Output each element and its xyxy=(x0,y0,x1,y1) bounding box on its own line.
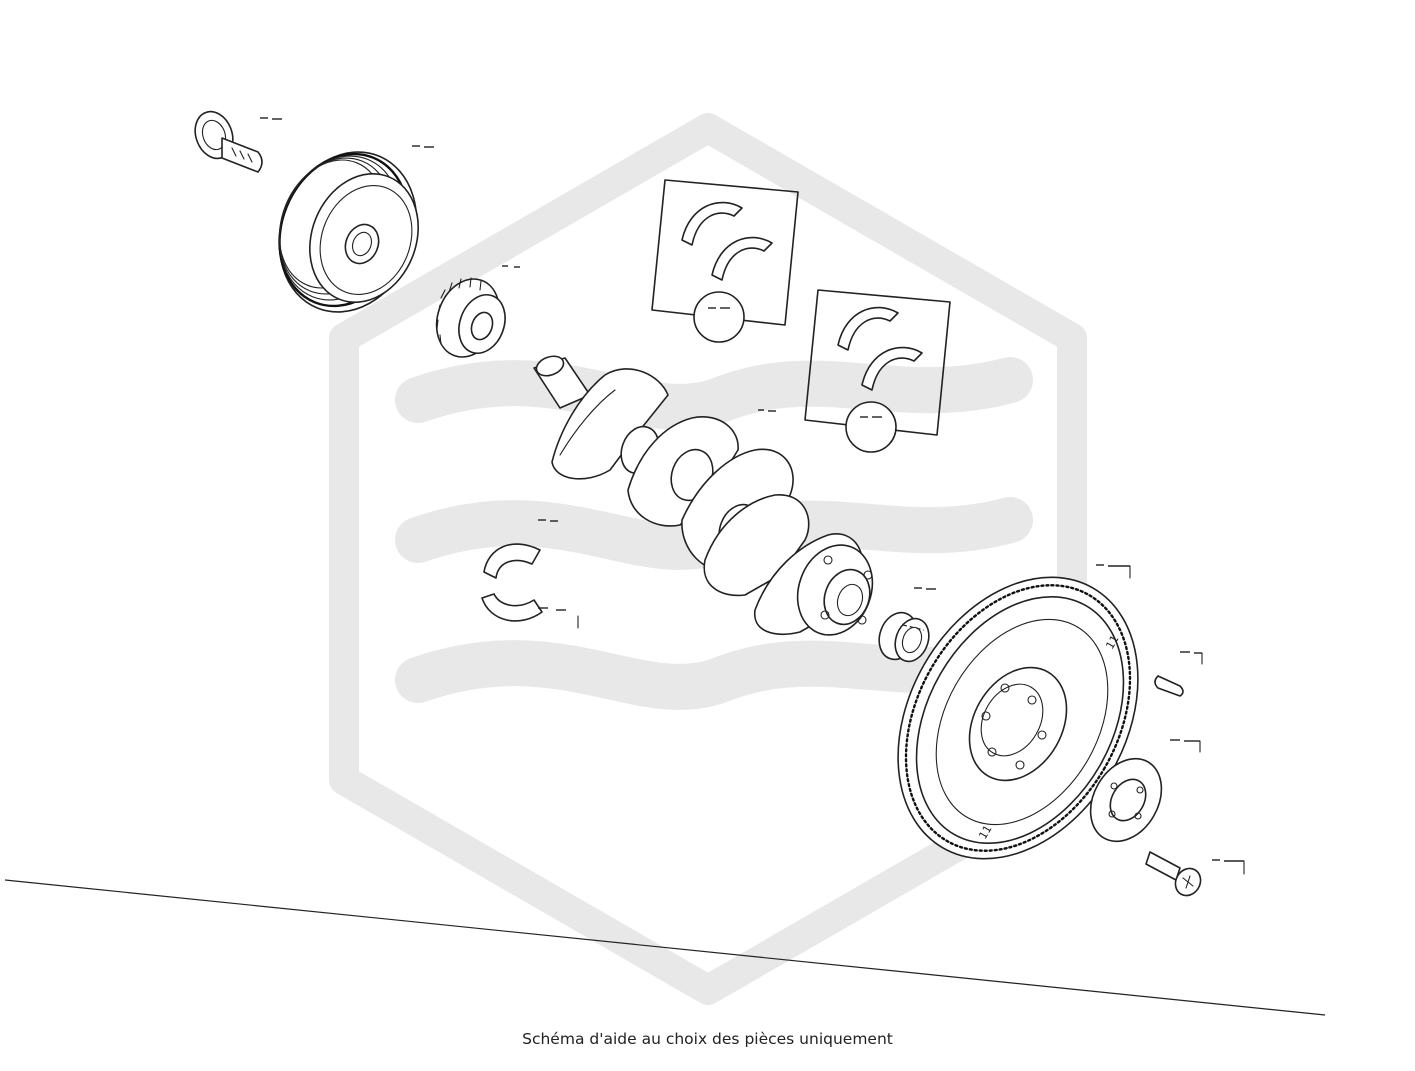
thrust-washer-box-2 xyxy=(804,289,951,453)
svg-text:11: 11 xyxy=(1103,633,1121,652)
rod-bearing-shells xyxy=(481,543,543,622)
baseline xyxy=(4,879,1326,1016)
pilot-bearing xyxy=(878,611,930,663)
reference-marks xyxy=(260,117,1245,875)
diagram-caption: Schéma d'aide au choix des pièces unique… xyxy=(522,1030,893,1048)
damper-pulley xyxy=(278,151,419,313)
flywheel-plate xyxy=(1089,757,1163,843)
flywheel: 11 11 xyxy=(897,576,1139,860)
thrust-washer-box-1 xyxy=(651,179,799,343)
svg-text:11: 11 xyxy=(976,823,994,842)
flywheel-bolt xyxy=(1145,851,1202,897)
timing-sprocket xyxy=(435,277,506,358)
dowel-pin xyxy=(1154,675,1184,697)
crankshaft xyxy=(533,355,874,636)
pulley-bolt xyxy=(194,110,263,173)
